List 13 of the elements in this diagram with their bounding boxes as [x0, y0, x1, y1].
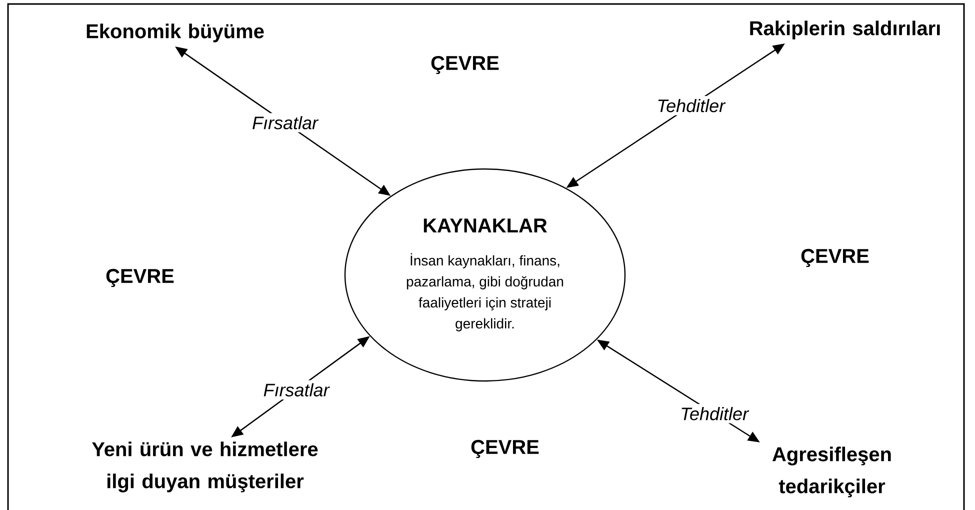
- area-label: ÇEVRE: [471, 440, 539, 458]
- area-label: ÇEVRE: [106, 268, 174, 288]
- edge-label: Fırsatlar: [249, 113, 322, 132]
- ellipse-node: KAYNAKLAR İnsan kaynakları, finans, pazarlama, gibi doğrudan faaliyetleri için strateji gereklidir.: [344, 168, 626, 382]
- area-label: ÇEVRE: [801, 248, 869, 268]
- node-text: Yeni ürün ve hizmetlere ilgi duyan müşteriler: [92, 442, 318, 492]
- edge-label: Fırsatlar: [260, 380, 332, 400]
- node-text: Rakiplerin saldırıları: [750, 20, 940, 40]
- area-label: ÇEVRE: [431, 56, 499, 74]
- node-text: Ekonomik büyüme: [86, 24, 264, 42]
- node-text: Agresifleşen tedarikçiler: [772, 446, 891, 498]
- edge-label: Tehditler: [677, 404, 752, 424]
- edge-label: Tehditler: [654, 96, 728, 116]
